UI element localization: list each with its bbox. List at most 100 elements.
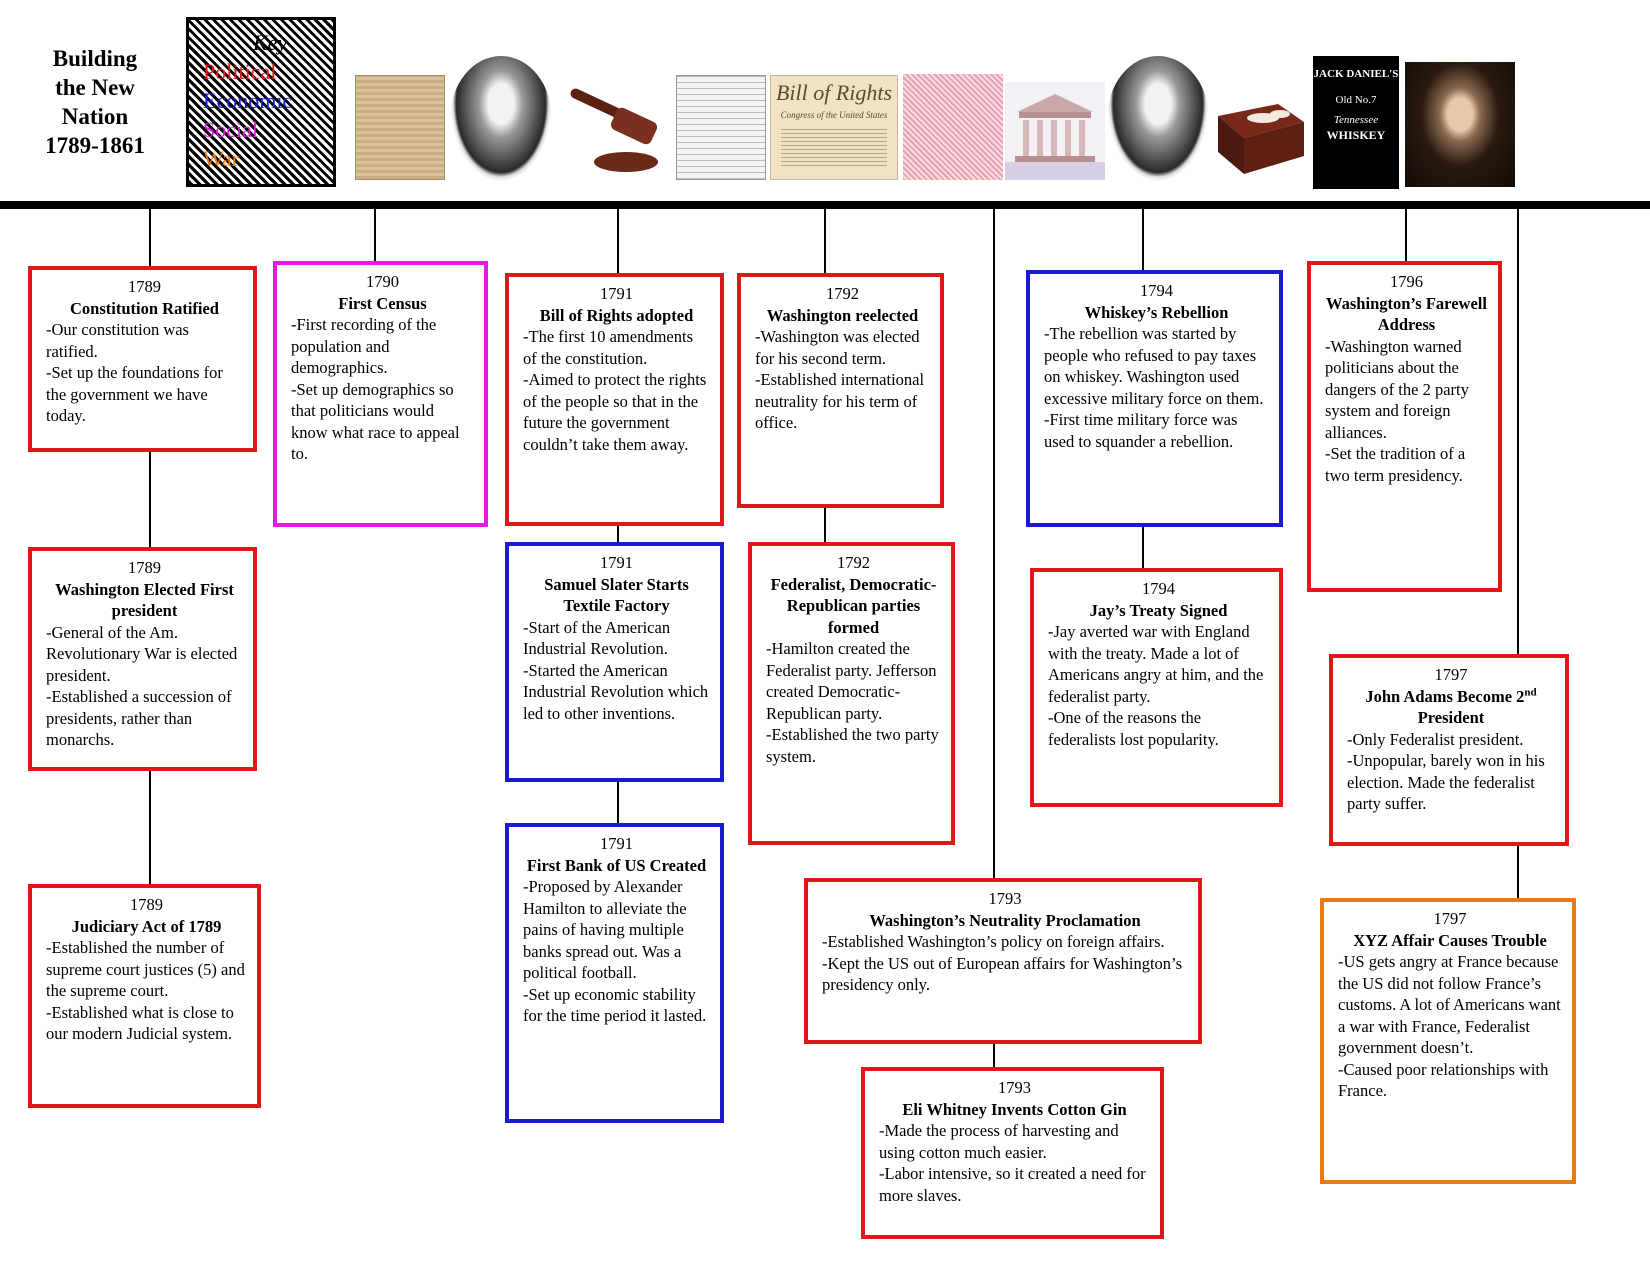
event-heading: Judiciary Act of 1789	[71, 916, 222, 936]
event-bill-of-rights: 1791 Bill of Rights adopted -The first 1…	[505, 273, 724, 526]
event-year: 1794	[1140, 281, 1173, 300]
event-body: -The first 10 amendments of the constitu…	[523, 327, 707, 454]
event-heading: First Census	[338, 293, 427, 313]
connector-line	[993, 205, 995, 1070]
gavel-image	[570, 88, 658, 172]
event-heading: Whiskey’s Rebellion	[1084, 302, 1229, 322]
event-year: 1789	[128, 277, 161, 296]
event-heading: Constitution Ratified	[70, 298, 219, 318]
event-year: 1789	[130, 895, 163, 914]
event-body: -Made the process of harvesting and usin…	[879, 1121, 1146, 1205]
event-body: -General of the Am. Revolutionary War is…	[46, 622, 238, 750]
key-economic: Economic	[203, 88, 293, 113]
event-body: -Our constitution was ratified. -Set up …	[46, 320, 223, 425]
event-body: -Only Federalist president. -Unpopular, …	[1347, 729, 1545, 814]
event-heading: Washington’s Neutrality Proclamation	[869, 910, 1141, 930]
event-body: -Established Washington’s policy on fore…	[822, 932, 1183, 994]
event-heading: Federalist, Democratic-Republican partie…	[770, 574, 937, 637]
event-body: -Hamilton created the Federalist party. …	[766, 639, 939, 766]
event-heading: Washington’s Farewell Address	[1326, 293, 1487, 335]
john-adams-portrait-image	[1405, 62, 1515, 187]
event-year: 1797	[1434, 665, 1468, 684]
key-social: Social	[203, 117, 258, 142]
event-heading: Samuel Slater Starts Textile Factory	[544, 574, 689, 616]
color-key: Key Political Economic Social War	[186, 17, 336, 187]
event-heading: Jay’s Treaty Signed	[1089, 600, 1228, 620]
event-heading: XYZ Affair Causes Trouble	[1353, 930, 1547, 950]
title-line: Nation	[61, 104, 129, 129]
whiskey-line: Old No.7	[1335, 94, 1377, 106]
key-war: War	[203, 146, 240, 171]
title-line: 1789-1861	[45, 133, 145, 158]
event-farewell-address: 1796 Washington’s Farewell Address -Wash…	[1307, 261, 1502, 592]
event-heading-text: John Adams Become 2	[1365, 686, 1525, 706]
event-washington-elected: 1789 Washington Elected First president …	[28, 547, 257, 771]
event-body: -Proposed by Alexander Hamilton to allev…	[523, 877, 707, 1025]
event-jays-treaty: 1794 Jay’s Treaty Signed -Jay averted wa…	[1030, 568, 1283, 807]
event-year: 1792	[826, 284, 859, 303]
whiskey-label-image: JACK DANIEL'S Old No.7 Tennessee WHISKEY	[1313, 56, 1399, 189]
connector-line	[374, 205, 376, 262]
event-heading-superscript: nd	[1524, 686, 1537, 698]
bank-building-image	[1005, 82, 1105, 180]
bill-of-rights-subheading: Congress of the United States	[780, 110, 888, 120]
connector-line	[1517, 205, 1519, 905]
event-heading: Washington Elected First president	[55, 579, 234, 621]
event-john-adams-president: 1797 John Adams Become 2nd President -On…	[1329, 654, 1569, 846]
event-body: -Washington warned politicians about the…	[1325, 336, 1469, 485]
whiskey-brand: JACK DANIEL'S	[1313, 68, 1399, 80]
census-record-image	[676, 75, 766, 180]
bill-of-rights-image: Bill of Rights Congress of the United St…	[770, 75, 898, 180]
event-heading: John Adams Become 2nd President	[1347, 686, 1555, 729]
event-year: 1792	[837, 553, 870, 572]
title-line: the New	[55, 75, 135, 100]
whiskey-line: WHISKEY	[1326, 128, 1386, 142]
cotton-gin-image	[1218, 104, 1304, 174]
event-heading: Bill of Rights adopted	[539, 305, 694, 325]
event-neutrality-proclamation: 1793 Washington’s Neutrality Proclamatio…	[804, 878, 1202, 1044]
event-body: -Washington was elected for his second t…	[755, 327, 925, 432]
event-year: 1791	[600, 553, 633, 572]
event-year: 1791	[600, 834, 633, 853]
event-heading: Eli Whitney Invents Cotton Gin	[902, 1099, 1127, 1119]
event-xyz-affair: 1797 XYZ Affair Causes Trouble -US gets …	[1320, 898, 1576, 1184]
event-body: -The rebellion was started by people who…	[1044, 324, 1264, 451]
event-judiciary-act: 1789 Judiciary Act of 1789 -Established …	[28, 884, 261, 1108]
page-title: Building the New Nation 1789-1861	[30, 44, 160, 160]
washington-portrait-image	[450, 56, 552, 182]
event-year: 1797	[1433, 909, 1467, 928]
key-title: Key	[253, 30, 288, 55]
event-constitution-ratified: 1789 Constitution Ratified -Our constitu…	[28, 266, 257, 452]
whiskey-line: Tennessee	[1333, 114, 1379, 126]
event-year: 1790	[366, 272, 399, 291]
event-year: 1793	[998, 1078, 1031, 1097]
event-samuel-slater: 1791 Samuel Slater Starts Textile Factor…	[505, 542, 724, 782]
event-heading: First Bank of US Created	[526, 855, 707, 875]
event-heading: Washington reelected	[766, 305, 919, 325]
connector-line	[1405, 205, 1407, 267]
event-year: 1794	[1142, 579, 1175, 598]
event-first-census: 1790 First Census -First recording of th…	[273, 261, 488, 527]
event-year: 1793	[988, 889, 1022, 908]
title-line: Building	[52, 46, 138, 71]
connector-line	[149, 205, 151, 885]
event-body: -US gets angry at France because the US …	[1338, 952, 1561, 1100]
event-whiskey-rebellion: 1794 Whiskey’s Rebellion -The rebellion …	[1026, 270, 1283, 527]
key-political: Political	[203, 59, 277, 84]
event-body: -Established the number of supreme court…	[46, 938, 245, 1043]
event-year: 1791	[600, 284, 633, 303]
bill-of-rights-heading: Bill of Rights	[775, 80, 893, 105]
constitution-document-image	[355, 75, 445, 180]
event-first-bank: 1791 First Bank of US Created -Proposed …	[505, 823, 724, 1123]
event-body: -Jay averted war with England with the t…	[1048, 622, 1264, 749]
event-year: 1789	[128, 558, 161, 577]
event-body: -Start of the American Industrial Revolu…	[523, 617, 709, 723]
event-year: 1796	[1390, 272, 1423, 291]
textile-fabric-image	[903, 74, 1003, 180]
event-political-parties: 1792 Federalist, Democratic-Republican p…	[748, 542, 955, 845]
washington-portrait-image	[1107, 56, 1209, 182]
event-cotton-gin: 1793 Eli Whitney Invents Cotton Gin -Mad…	[861, 1067, 1164, 1239]
event-washington-reelected: 1792 Washington reelected -Washington wa…	[737, 273, 944, 508]
event-body: -First recording of the population and d…	[291, 315, 460, 463]
event-heading-text-after: President	[1417, 708, 1485, 727]
